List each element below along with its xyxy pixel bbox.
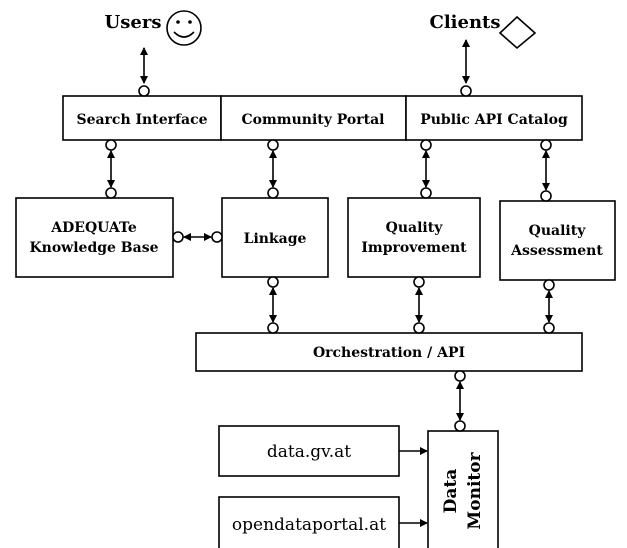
connector-qa-orch bbox=[543, 279, 555, 334]
connector-orch-monitor bbox=[454, 370, 466, 432]
source-box-data-gv: data.gv.at bbox=[218, 425, 400, 477]
users-label: Users bbox=[105, 12, 162, 33]
clients-label: Clients bbox=[430, 12, 501, 33]
quality-improvement-label-line1: Quality bbox=[386, 220, 444, 236]
connector-linkage-orch bbox=[267, 276, 279, 334]
orchestration-label: Orchestration / API bbox=[313, 345, 465, 361]
connector-api-qa bbox=[540, 139, 552, 202]
source-box-opendataportal: opendataportal.at bbox=[218, 496, 400, 548]
data-monitor-box: Data Monitor bbox=[427, 430, 499, 548]
search-interface-box: Search Interface bbox=[62, 95, 222, 141]
orchestration-box: Orchestration / API bbox=[195, 332, 583, 372]
source-label-opendataportal: opendataportal.at bbox=[232, 515, 386, 535]
data-monitor-label-line1: Data bbox=[441, 469, 461, 514]
linkage-box: Linkage bbox=[221, 197, 329, 278]
connector-kb-linkage bbox=[172, 231, 223, 243]
search-interface-label: Search Interface bbox=[76, 112, 207, 128]
connector-search-kb bbox=[105, 139, 117, 199]
diamond-icon bbox=[498, 15, 537, 50]
public-api-catalog-box: Public API Catalog bbox=[405, 95, 583, 141]
knowledge-base-label-line1: ADEQUATe bbox=[50, 220, 137, 236]
connector-api-qi bbox=[420, 139, 432, 199]
quality-assessment-label-line1: Quality bbox=[529, 223, 587, 239]
connector-users-search bbox=[138, 47, 150, 97]
linkage-label: Linkage bbox=[244, 231, 307, 247]
connector-community-linkage bbox=[267, 139, 279, 199]
knowledge-base-label-line2: Knowledge Base bbox=[29, 240, 158, 256]
data-monitor-label-line2: Monitor bbox=[465, 451, 485, 529]
public-api-catalog-label: Public API Catalog bbox=[420, 112, 568, 128]
connector-qi-orch bbox=[413, 276, 425, 334]
source-label-data-gv: data.gv.at bbox=[267, 442, 351, 462]
quality-assessment-label-line2: Assessment bbox=[510, 243, 603, 259]
knowledge-base-box: ADEQUATe Knowledge Base bbox=[15, 197, 174, 278]
smiley-face-icon bbox=[166, 10, 202, 46]
quality-assessment-box: Quality Assessment bbox=[499, 200, 616, 281]
community-portal-label: Community Portal bbox=[242, 112, 385, 128]
quality-improvement-box: Quality Improvement bbox=[347, 197, 481, 278]
community-portal-box: Community Portal bbox=[220, 95, 407, 141]
connector-clients-api bbox=[460, 39, 472, 97]
quality-improvement-label-line2: Improvement bbox=[361, 240, 467, 256]
